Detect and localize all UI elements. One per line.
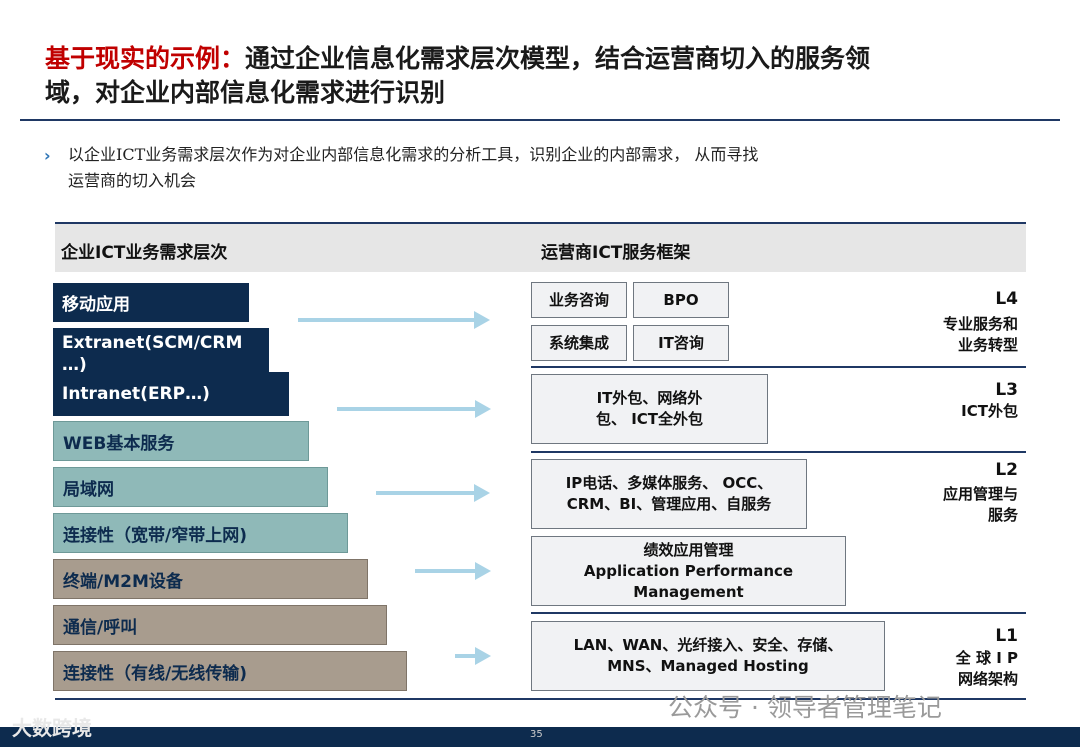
box-apm: 绩效应用管理 Application Performance Managemen… <box>531 536 846 606</box>
arrow-l1 <box>455 647 491 665</box>
box-outsourcing: IT外包、网络外 包、 ICT全外包 <box>531 374 768 444</box>
intro-line1: 以企业ICT业务需求层次作为对企业内部信息化需求的分析工具，识别企业的内部需求，… <box>68 145 759 164</box>
watermark-right: 公众号 · 领导者管理笔记 <box>668 693 942 722</box>
arrow-l2-apm <box>415 562 491 580</box>
box-application-services: IP电话、多媒体服务、 OCC、 CRM、BI、管理应用、自服务 <box>531 459 807 529</box>
divider-l3-l2 <box>531 451 1026 453</box>
level-l2-code: L2 <box>995 460 1018 480</box>
level-l4-code: L4 <box>995 289 1018 309</box>
layer-connectivity-broadband: 连接性（宽带/窄带上网) <box>53 513 348 553</box>
left-header: 企业ICT业务需求层次 <box>61 243 228 263</box>
box-it-consulting: IT咨询 <box>633 325 729 361</box>
layer-connectivity-transport: 连接性（有线/无线传输) <box>53 651 407 691</box>
intro-text: 以企业ICT业务需求层次作为对企业内部信息化需求的分析工具，识别企业的内部需求，… <box>68 142 1028 194</box>
level-l1-code: L1 <box>995 626 1018 646</box>
divider-l4-l3 <box>531 366 1026 368</box>
layer-intranet: Intranet(ERP…) <box>53 372 289 416</box>
level-l2-desc: 应用管理与 服务 <box>942 485 1018 524</box>
layer-mobile-apps: 移动应用 <box>53 283 249 322</box>
page-title: 基于现实的示例：通过企业信息化需求层次模型，结合运营商切入的服务领 域，对企业内… <box>45 42 1005 110</box>
arrow-l3 <box>337 400 491 418</box>
footer-bar <box>0 727 1080 747</box>
layer-lan: 局域网 <box>53 467 328 507</box>
level-l3-desc: ICT外包 <box>961 402 1018 420</box>
title-rest: 通过企业信息化需求层次模型，结合运营商切入的服务领 <box>245 44 871 73</box>
title-divider <box>20 119 1060 121</box>
bullet-icon: › <box>44 146 51 165</box>
arrow-l4 <box>298 311 490 329</box>
page-number: 35 <box>530 729 543 740</box>
title-line2: 域，对企业内部信息化需求进行识别 <box>45 78 446 107</box>
layer-extranet: Extranet(SCM/CRM …) <box>53 328 269 375</box>
title-prefix: 基于现实的示例 <box>45 44 221 73</box>
diagram-header-panel <box>55 222 1026 272</box>
layer-terminals: 终端/M2M设备 <box>53 559 368 599</box>
title-colon: ： <box>220 44 246 73</box>
divider-l2-l1 <box>531 612 1026 614</box>
box-system-integration: 系统集成 <box>531 325 627 361</box>
watermark-left: 大数跨境 <box>12 716 92 740</box>
diagram-bottom-rule <box>55 698 1026 700</box>
box-network-services: LAN、WAN、光纤接入、安全、存储、 MNS、Managed Hosting <box>531 621 885 691</box>
arrow-l2-apps <box>376 484 490 502</box>
intro-line2: 运营商的切入机会 <box>68 171 197 190</box>
box-bpo: BPO <box>633 282 729 318</box>
level-l3-code: L3 <box>995 380 1018 400</box>
box-business-consulting: 业务咨询 <box>531 282 627 318</box>
level-l4-desc: 专业服务和 业务转型 <box>942 315 1018 354</box>
right-header: 运营商ICT服务框架 <box>541 243 691 263</box>
layer-web-services: WEB基本服务 <box>53 421 309 461</box>
layer-communication: 通信/呼叫 <box>53 605 387 645</box>
level-l1-desc: 全 球 I P 网络架构 <box>955 649 1018 688</box>
